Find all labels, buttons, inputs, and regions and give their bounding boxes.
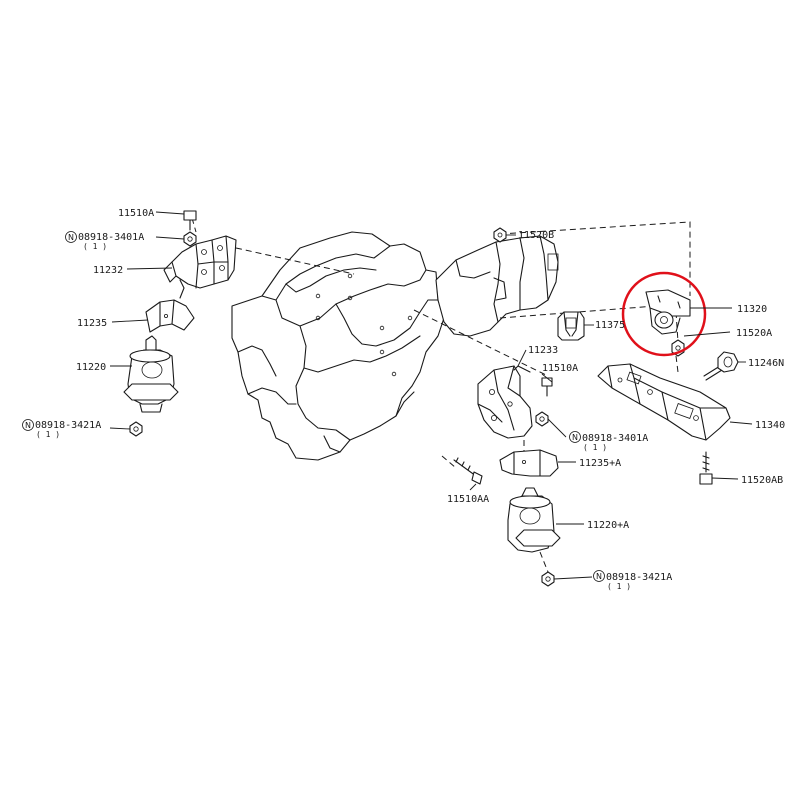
label-11510A-right: 11510A: [542, 363, 578, 374]
nut-markers: N N N N: [22, 231, 605, 582]
bolt-11510AA: [453, 457, 483, 485]
nut-08918-3421A-left: [129, 421, 143, 437]
insulator-11220A: [507, 487, 561, 553]
assembly-lines: [191, 217, 691, 573]
engine-bracket-11233: [477, 365, 533, 439]
label-11246N: 11246N: [748, 358, 784, 369]
qty-label: ( 1 ): [607, 582, 631, 591]
right-mount-group: [453, 227, 585, 587]
rear-mount-11320: [645, 289, 691, 335]
qty-label: ( 1 ): [583, 443, 607, 452]
damper-11375: [557, 311, 585, 341]
highlight-circle: [621, 271, 707, 357]
label-11510AA: 11510AA: [447, 494, 489, 505]
bolt-11510A-left: [183, 210, 197, 231]
label-11220: 11220: [76, 362, 106, 373]
nut-marker-symbol: N: [68, 233, 74, 242]
nut-08918-3401A-right: [535, 411, 549, 427]
label-08918-3421A-right: 08918-3421A: [606, 572, 672, 583]
label-08918-3421A-left: 08918-3421A: [35, 420, 101, 431]
label-11520A: 11520A: [736, 328, 772, 339]
label-11510A-left: 11510A: [118, 208, 154, 219]
engine-block: [231, 231, 445, 461]
label-11235A: 11235+A: [579, 458, 621, 469]
nut-08918-3401A-left: [183, 231, 197, 247]
nut-11520B: [493, 227, 507, 243]
nut-marker-symbol: N: [596, 572, 602, 581]
heat-shield-11235A: [499, 449, 559, 477]
label-11233: 11233: [528, 345, 558, 356]
transmission-housing: [435, 235, 559, 337]
nut-08918-3421A-right: [541, 571, 555, 587]
part-labels: 11510A 08918-3401A ( 1 ) 11232 11235 112…: [35, 208, 785, 591]
rear-mount-group: [597, 289, 739, 485]
label-11232: 11232: [93, 265, 123, 276]
nut-marker-symbol: N: [25, 421, 31, 430]
insulator-11220: [123, 335, 179, 413]
qty-label: ( 1 ): [83, 242, 107, 251]
label-11375: 11375: [595, 320, 625, 331]
label-11320: 11320: [737, 304, 767, 315]
label-11235: 11235: [77, 318, 107, 329]
qty-label: ( 1 ): [36, 430, 60, 439]
label-08918-3401A-right: 08918-3401A: [582, 433, 648, 444]
label-11520AB: 11520AB: [741, 475, 783, 486]
bolt-11520AB: [699, 451, 713, 485]
label-11340: 11340: [755, 420, 785, 431]
engine-bracket-11232: [163, 235, 237, 299]
nut-marker-symbol: N: [572, 433, 578, 442]
crossmember-11340: [597, 363, 731, 441]
label-11220A: 11220+A: [587, 520, 629, 531]
label-08918-3401A-left: 08918-3401A: [78, 232, 144, 243]
stopper-11246N: [703, 351, 739, 381]
label-11520B: 11520B: [518, 230, 554, 241]
leader-lines: [109, 211, 753, 580]
heat-shield-11235: [145, 299, 195, 333]
left-mount-group: [123, 210, 237, 437]
